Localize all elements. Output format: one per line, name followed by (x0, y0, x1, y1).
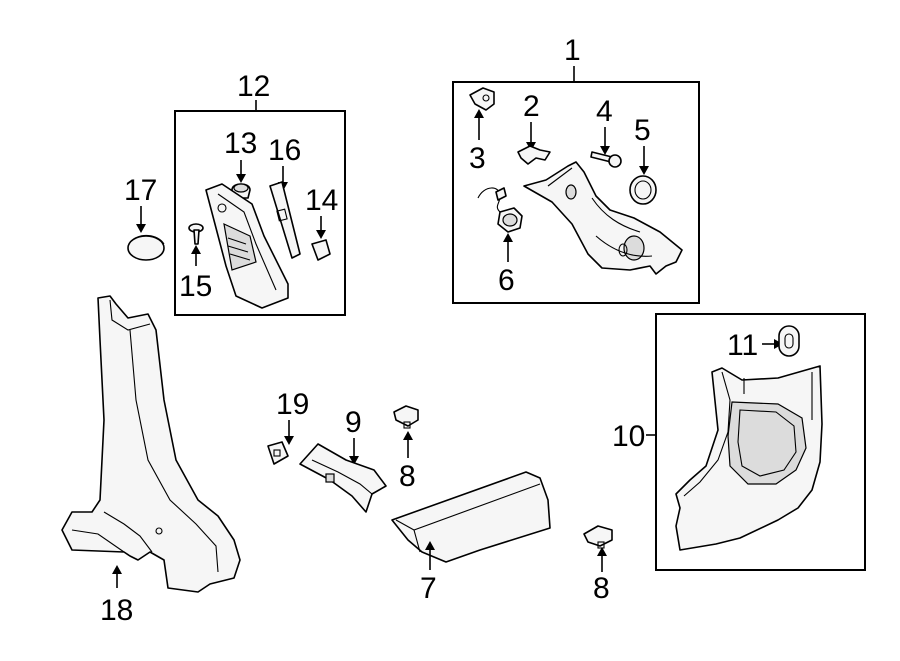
callout-19[interactable]: 19 (276, 388, 309, 421)
part-17-cap[interactable] (127, 234, 165, 261)
group-10: 10 11 (612, 313, 866, 571)
part-18-center-pillar-trim[interactable] (61, 295, 241, 593)
part-14-nut[interactable] (311, 239, 331, 261)
callout-1[interactable]: 1 (564, 34, 581, 67)
group-12-box (174, 110, 346, 316)
part-16-seal[interactable] (269, 181, 301, 259)
callout-16[interactable]: 16 (268, 134, 301, 167)
part-11-grommet[interactable] (778, 325, 800, 357)
part-12-a-pillar-trim[interactable] (205, 183, 289, 309)
part-3-retainer[interactable] (469, 87, 495, 111)
part-8-retainer-clip-upper[interactable] (393, 405, 419, 429)
callout-9[interactable]: 9 (345, 406, 362, 439)
part-15-screw[interactable] (188, 223, 204, 245)
callout-14[interactable]: 14 (305, 184, 338, 217)
callout-17[interactable]: 17 (124, 174, 157, 207)
callout-2[interactable]: 2 (523, 90, 540, 123)
group-1: 1 3 2 4 5 (452, 34, 700, 304)
callout-4[interactable]: 4 (596, 95, 613, 128)
callout-13[interactable]: 13 (224, 127, 257, 160)
callout-3[interactable]: 3 (469, 142, 486, 175)
callout-7[interactable]: 7 (420, 572, 437, 605)
callout-12[interactable]: 12 (237, 70, 270, 103)
callout-5[interactable]: 5 (634, 114, 651, 147)
part-19-clip[interactable] (267, 441, 289, 465)
part-9-sill-plate-front[interactable] (299, 443, 387, 513)
group-1-box (452, 81, 700, 304)
callout-8b[interactable]: 8 (593, 572, 610, 605)
part-6-lamp[interactable] (477, 187, 523, 233)
part-7-sill-plate[interactable] (391, 471, 551, 563)
callout-8a[interactable]: 8 (399, 460, 416, 493)
callout-18[interactable]: 18 (100, 594, 133, 627)
callout-11[interactable]: 11 (727, 329, 758, 362)
group-10-box (655, 313, 866, 571)
part-5-plug[interactable] (629, 175, 657, 205)
part-8-retainer-clip-lower[interactable] (583, 525, 613, 549)
group-12: 12 13 16 14 (174, 70, 346, 316)
part-4-screw[interactable] (590, 151, 622, 168)
part-13-clip[interactable] (231, 183, 251, 199)
part-1-quarter-trim-panel[interactable] (523, 161, 683, 275)
part-10-rear-quarter-lower-trim[interactable] (675, 365, 823, 551)
callout-15[interactable]: 15 (179, 270, 212, 303)
part-2-clip[interactable] (517, 145, 551, 165)
callout-10[interactable]: 10 (612, 420, 645, 453)
callout-6[interactable]: 6 (498, 264, 515, 297)
